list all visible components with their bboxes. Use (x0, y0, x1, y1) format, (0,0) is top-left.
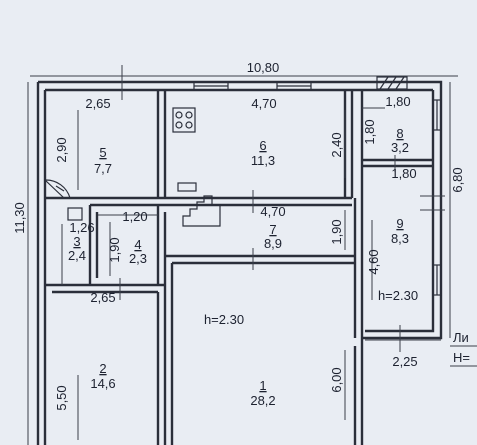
dimension-lines (27, 65, 458, 445)
edge-text-bottom: Н= (453, 350, 470, 365)
dim-r6-width: 4,70 (251, 96, 276, 111)
dim-r5-height: 2,90 (54, 137, 69, 162)
room-number: 4 (134, 237, 141, 252)
room-area: 7,7 (94, 161, 112, 176)
room-number: 3 (73, 234, 80, 249)
room-9: 9 8,3 (391, 216, 409, 246)
room-number: 5 (99, 145, 106, 160)
room-number: 7 (269, 222, 276, 237)
dim-left-total: 11,30 (12, 202, 27, 234)
dim-r3-height: 1,26 (69, 220, 94, 235)
interior-walls (45, 90, 433, 445)
room-1: 1 28,2 (250, 378, 275, 408)
room-3: 3 2,4 (68, 234, 86, 263)
dim-r5-width: 2,65 (85, 96, 110, 111)
room-area: 8,9 (264, 236, 282, 251)
room-area: 3,2 (391, 140, 409, 155)
room-number: 1 (259, 378, 266, 393)
room-number: 8 (396, 126, 403, 141)
room-number: 6 (259, 138, 266, 153)
dim-r9-height: 4,60 (366, 249, 381, 274)
dim-r8-bottom-width: 1,80 (391, 166, 416, 181)
room-5: 5 7,7 (94, 145, 112, 176)
room-area: 11,3 (251, 153, 275, 168)
room-number: 2 (99, 361, 106, 376)
room-area: 28,2 (250, 393, 275, 408)
height-right: h=2.30 (378, 288, 418, 303)
dim-r4-width: 1,20 (122, 209, 147, 224)
dim-r7-height: 1,90 (329, 219, 344, 244)
room-area: 8,3 (391, 231, 409, 246)
room-area: 2,4 (68, 248, 86, 263)
dim-r2-height: 5,50 (54, 385, 69, 410)
dim-bottom-right: 2,25 (392, 354, 417, 369)
room-7: 7 8,9 (264, 222, 282, 251)
dim-r8-width: 1,80 (385, 94, 410, 109)
room-area: 2,3 (129, 251, 147, 266)
dim-r2-width: 2,65 (90, 290, 115, 305)
dim-r7-width: 4,70 (260, 204, 285, 219)
room-4: 4 2,3 (129, 237, 147, 266)
dim-r4-height: 1,90 (107, 237, 122, 262)
sink-icon (67, 207, 83, 221)
room-8: 8 3,2 (391, 126, 409, 155)
dim-top-total: 10,80 (247, 60, 280, 75)
windows (193, 76, 442, 296)
stove-icon (172, 107, 196, 133)
room-2: 2 14,6 (90, 361, 115, 391)
room-area: 14,6 (90, 376, 115, 391)
stairs-icon (177, 182, 221, 227)
room-6: 6 11,3 (251, 138, 275, 168)
edge-text-top: Ли (453, 330, 469, 345)
dim-r1-height: 6,00 (329, 367, 344, 392)
height-main: h=2.30 (204, 312, 244, 327)
room-number: 9 (396, 216, 403, 231)
door-arc-icon (44, 179, 71, 199)
dim-r8-height: 1,80 (362, 119, 377, 144)
dim-right-total: 6,80 (450, 167, 465, 192)
dim-r6-height: 2,40 (329, 132, 344, 157)
